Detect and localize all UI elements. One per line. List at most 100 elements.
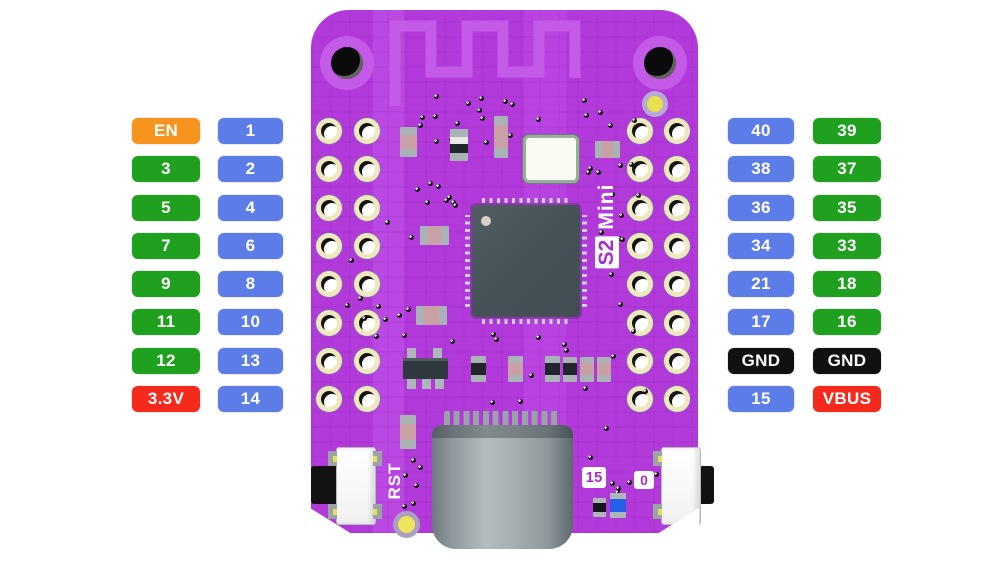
via-dot <box>466 101 472 107</box>
via-dot <box>489 400 495 406</box>
smd-component <box>580 357 594 382</box>
via-dot <box>653 471 659 477</box>
mounting-hole-right <box>633 36 687 90</box>
via-dot <box>373 334 379 340</box>
via-dot <box>455 121 461 127</box>
pin-label-40: 40 <box>728 118 794 144</box>
smd-component <box>420 226 449 245</box>
via-dot <box>383 316 389 322</box>
mounting-hole-left <box>320 36 374 90</box>
pin-hole <box>627 232 653 259</box>
via-dot <box>610 191 616 197</box>
via-dot <box>444 198 450 204</box>
via-dot <box>362 315 368 321</box>
via-dot <box>587 166 593 172</box>
pin-label-18: 18 <box>813 271 881 298</box>
pin-label-36: 36 <box>728 194 794 221</box>
smd-component <box>471 356 486 382</box>
via-dot <box>401 333 407 339</box>
via-dot <box>636 192 642 198</box>
via-dot <box>447 195 453 201</box>
via-dot <box>597 110 603 116</box>
pin-hole <box>627 156 653 183</box>
pin-label-9: 9 <box>132 271 200 298</box>
pin-hole <box>316 309 342 336</box>
reset-button-actuator <box>311 466 338 504</box>
pin-label-12: 12 <box>132 347 200 374</box>
pcb-board: S2 Mini RST 15 0 <box>310 10 714 549</box>
via-dot <box>345 303 351 309</box>
smd-component <box>545 356 560 382</box>
smd-component <box>450 129 468 161</box>
via-dot <box>609 480 615 486</box>
pin-label-14: 14 <box>218 386 283 413</box>
pin-label-en: EN <box>132 118 200 144</box>
pin-hole <box>664 156 690 183</box>
pin-hole <box>354 118 380 144</box>
pin-label-6: 6 <box>218 232 283 259</box>
pin-hole <box>664 118 690 144</box>
pin-hole <box>627 386 653 413</box>
pin-hole <box>354 386 380 413</box>
pin-hole <box>316 118 342 144</box>
pin-hole <box>316 194 342 221</box>
via-dot <box>626 479 632 485</box>
pin-label-gnd: GND <box>813 347 881 374</box>
via-dot <box>510 102 516 108</box>
pin-label-37: 37 <box>813 156 881 183</box>
pin-hole <box>316 232 342 259</box>
pin-label-4: 4 <box>218 194 283 221</box>
via-dot <box>436 184 442 190</box>
reset-button <box>336 447 376 525</box>
pin-label-15: 15 <box>728 386 794 413</box>
pin-label-34: 34 <box>728 232 794 259</box>
pin-label-21: 21 <box>728 271 794 298</box>
fiducial-mark-bottom <box>393 511 420 538</box>
via-dot <box>477 108 483 114</box>
pin-label-5: 5 <box>132 194 200 221</box>
via-dot <box>414 186 420 192</box>
via-dot <box>582 97 588 103</box>
via-dot <box>401 504 407 510</box>
pin-hole <box>354 347 380 374</box>
via-dot <box>619 213 625 219</box>
via-dot <box>503 98 509 104</box>
pin-hole <box>316 156 342 183</box>
smd-component <box>597 357 611 382</box>
via-dot <box>618 301 624 307</box>
via-dot <box>410 458 416 464</box>
pin-hole <box>627 347 653 374</box>
pin-label-gnd: GND <box>728 347 794 374</box>
via-dot <box>405 306 411 312</box>
via-dot <box>599 230 605 236</box>
pin-label-2: 2 <box>218 156 283 183</box>
smd-component <box>593 498 606 517</box>
via-dot <box>642 389 648 395</box>
pin-label-17: 17 <box>728 309 794 336</box>
blue-led <box>610 493 626 518</box>
via-dot <box>518 399 524 405</box>
via-dot <box>628 162 634 168</box>
via-dot <box>449 339 455 345</box>
crystal-oscillator <box>523 135 579 183</box>
usb-c-connector <box>432 425 573 549</box>
pin-label-10: 10 <box>218 309 283 336</box>
smd-component <box>400 127 417 157</box>
model-name-mini: Mini <box>595 183 618 230</box>
via-dot <box>348 258 354 264</box>
pin-hole <box>354 232 380 259</box>
pin-label-vbus: VBUS <box>813 386 881 413</box>
pin-hole <box>354 309 380 336</box>
via-dot <box>375 303 381 309</box>
via-dot <box>428 181 434 187</box>
via-dot <box>595 170 601 176</box>
via-dot <box>583 113 589 119</box>
via-dot <box>417 122 423 128</box>
pin-label-3-3v: 3.3V <box>132 386 200 413</box>
pin-hole <box>316 386 342 413</box>
via-dot <box>632 118 638 124</box>
